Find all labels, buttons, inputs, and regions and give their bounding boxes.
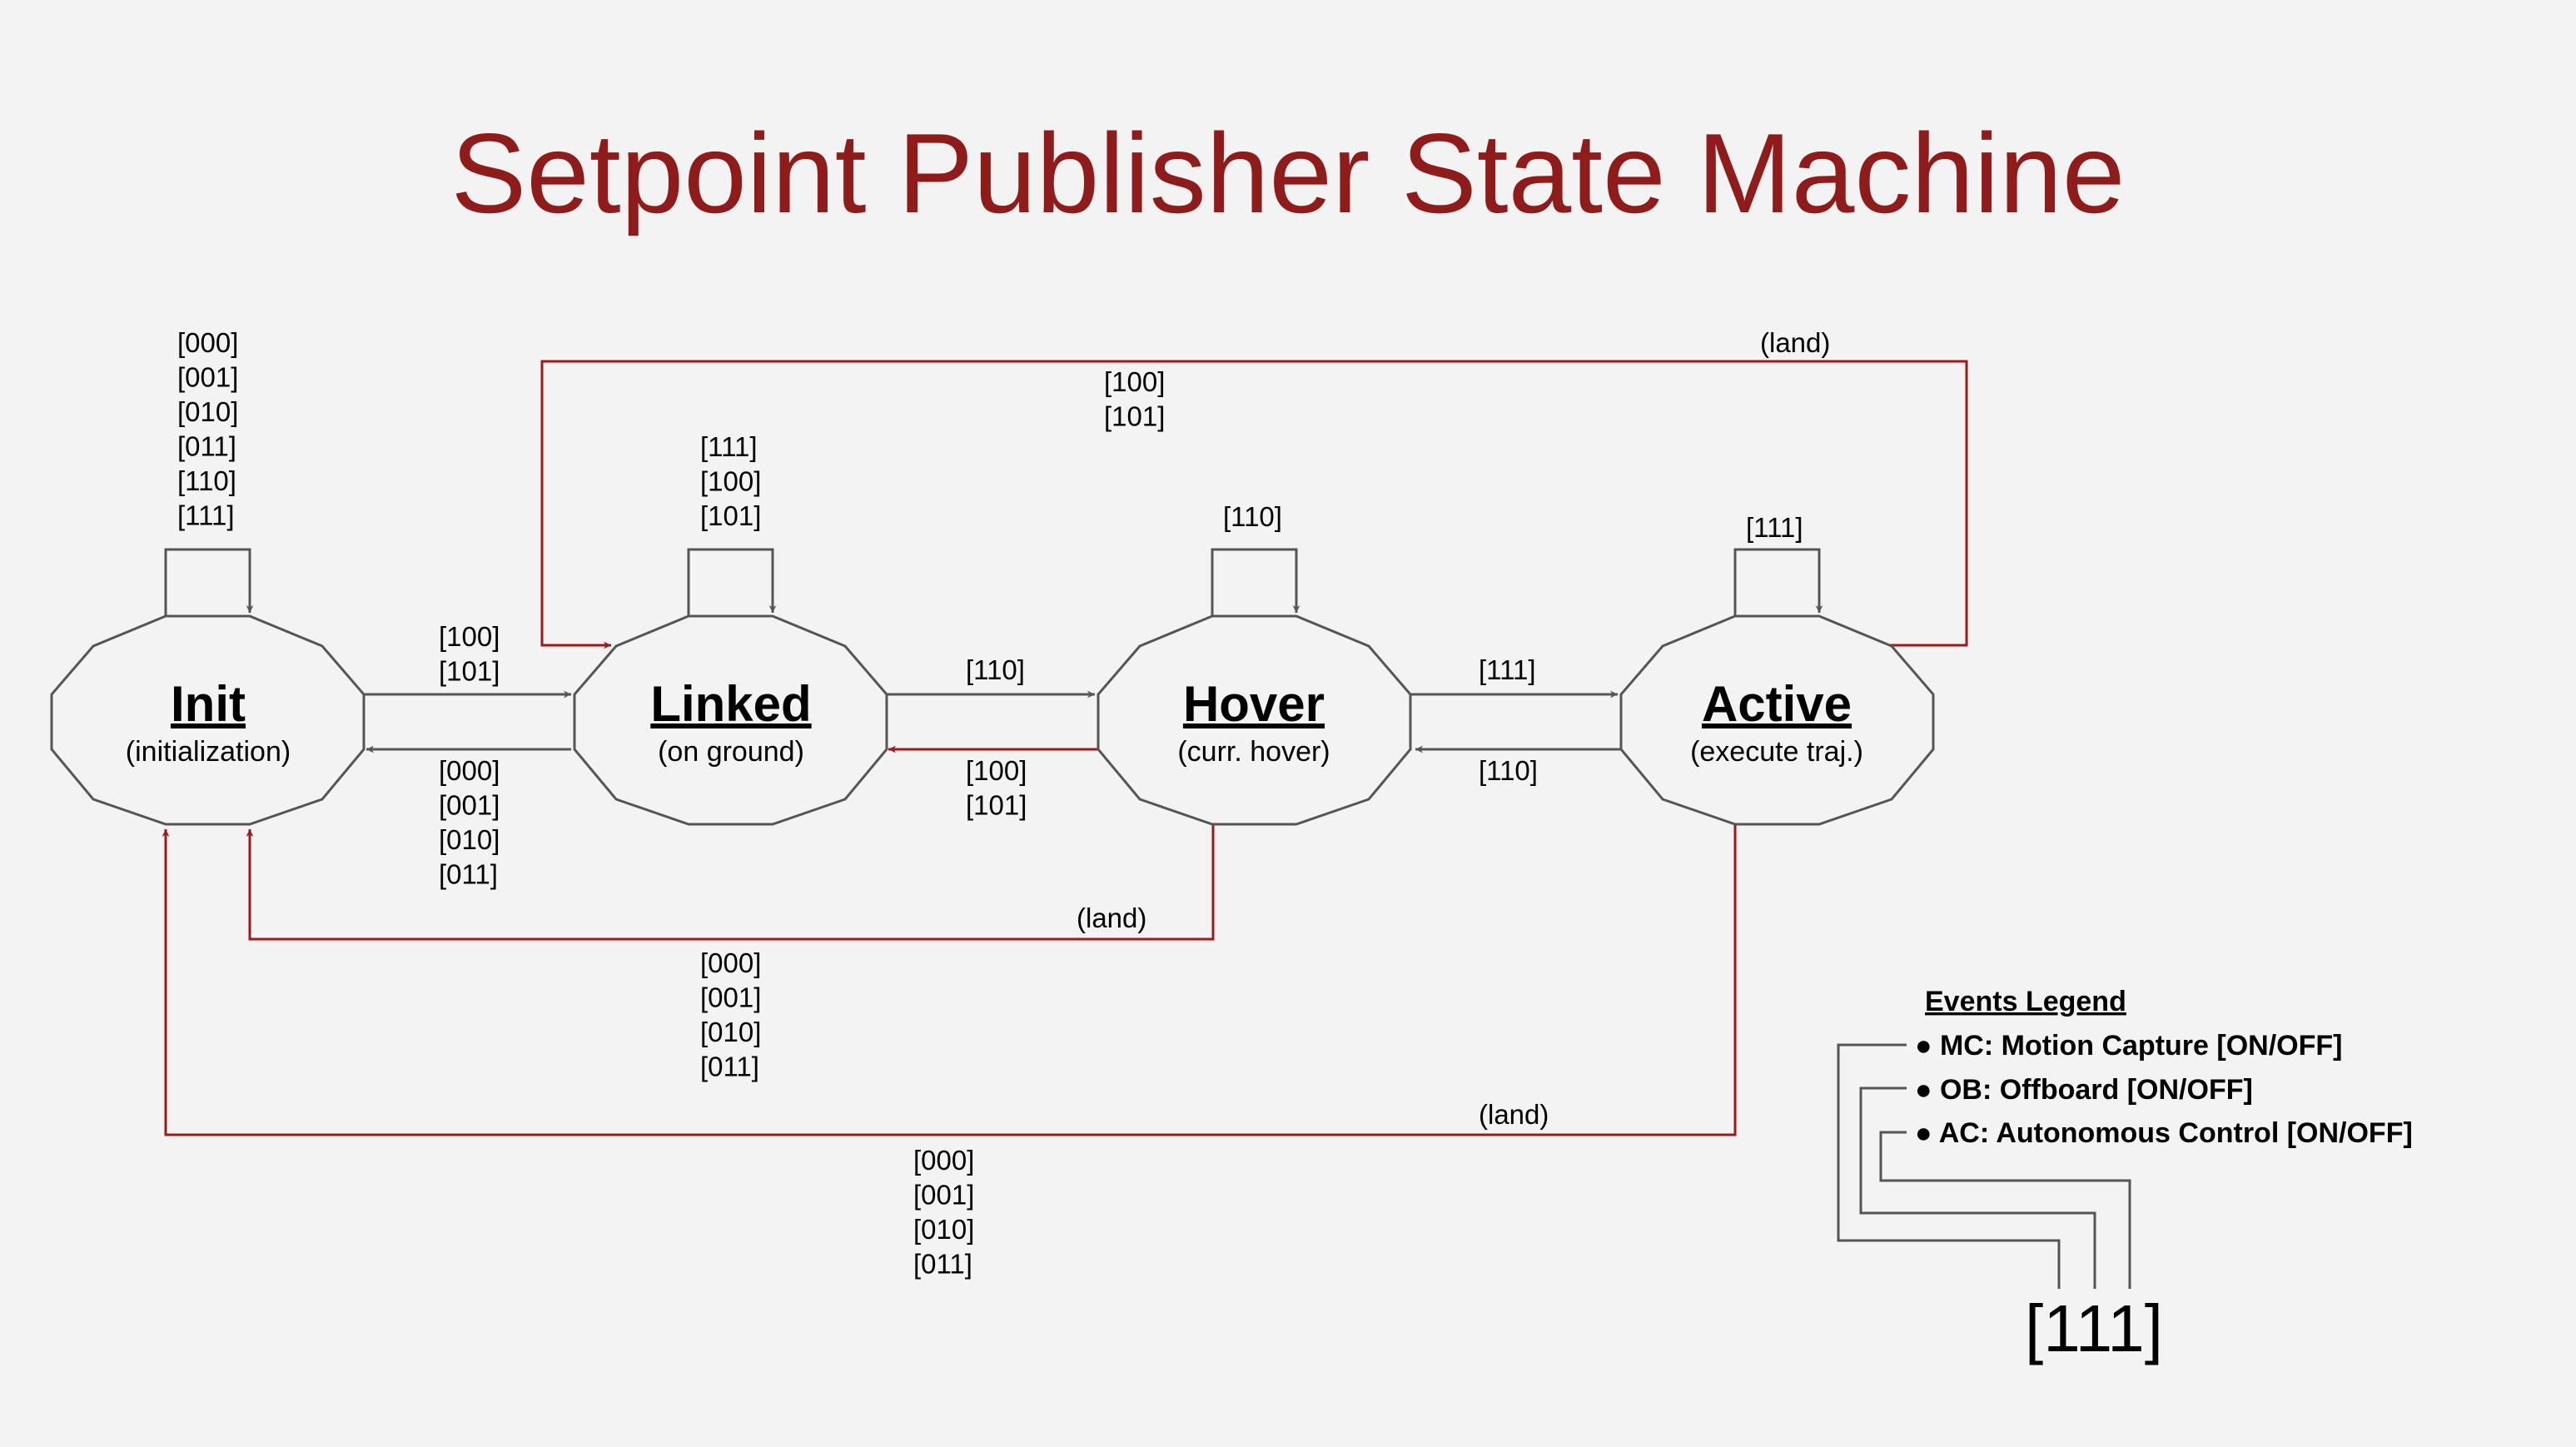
land-tag-active-to-init: (land) [1479, 1099, 1549, 1130]
page-title: Setpoint Publisher State Machine [451, 110, 2126, 236]
transition-label-active-to-init: [000] [001] [010] [011] [913, 1145, 982, 1280]
legend-item-mc: ● MC: Motion Capture [ON/OFF] [1915, 1030, 2342, 1062]
transition-label-hover-to-init: [000] [001] [010] [011] [700, 947, 769, 1082]
self-loop-hover [1211, 548, 1300, 616]
self-loop-label-linked: [111] [100] [101] [700, 431, 769, 531]
arrow-active-to-init [162, 824, 1737, 1136]
state-subtitle: (execute traj.) [1690, 736, 1863, 768]
legend-item-ac: ● AC: Autonomous Control [ON/OFF] [1915, 1117, 2413, 1149]
self-loop-init [164, 548, 254, 616]
legend-item-ob: ● OB: Offboard [ON/OFF] [1915, 1074, 2253, 1106]
state-name: Hover [1183, 676, 1325, 732]
transition-label-linked-to-init: [000] [001] [010] [011] [439, 755, 508, 890]
self-loop-linked [687, 548, 777, 616]
legend-heading: Events Legend [1925, 986, 2126, 1017]
legend-connector-ob [1859, 1086, 2096, 1289]
state-name: Active [1702, 676, 1852, 732]
state-name: Init [171, 676, 246, 732]
arrow-active-to-linked [540, 360, 1968, 649]
state-init: Init (initialization) [50, 614, 366, 826]
state-linked: Linked (on ground) [573, 614, 888, 826]
state-hover: Hover (curr. hover) [1097, 614, 1412, 826]
transition-label-active-to-hover: [110] [1479, 755, 1538, 786]
self-loop-label-init: [000] [001] [010] [011] [110] [111] [177, 327, 246, 531]
state-subtitle: (on ground) [658, 736, 804, 768]
events-legend: Events Legend ● MC: Motion Capture [ON/O… [1837, 986, 2413, 1365]
legend-example-code: [111] [2025, 1291, 2163, 1365]
self-loop-label-hover: [110] [1223, 501, 1282, 532]
legend-connector-mc [1837, 1043, 2061, 1289]
state-name: Linked [650, 676, 811, 732]
transition-label-linked-to-hover: [110] [966, 654, 1025, 685]
arrow-hover-to-init [246, 824, 1215, 941]
legend-connector-ac [1879, 1131, 2131, 1289]
transition-label-init-to-linked: [100] [101] [439, 621, 508, 687]
self-loop-label-active: [111] [1746, 512, 1803, 543]
state-subtitle: (curr. hover) [1177, 736, 1330, 768]
self-loop-active [1733, 548, 1823, 616]
state-active: Active (execute traj.) [1619, 614, 1935, 826]
transition-label-hover-to-active: [111] [1479, 654, 1536, 685]
land-tag-active-to-linked: (land) [1760, 327, 1830, 358]
transition-label-hover-to-linked: [100] [101] [966, 755, 1035, 821]
state-subtitle: (initialization) [126, 736, 291, 768]
land-tag-hover-to-init: (land) [1077, 903, 1146, 933]
transition-label-active-to-linked: [100] [101] [1104, 366, 1173, 432]
